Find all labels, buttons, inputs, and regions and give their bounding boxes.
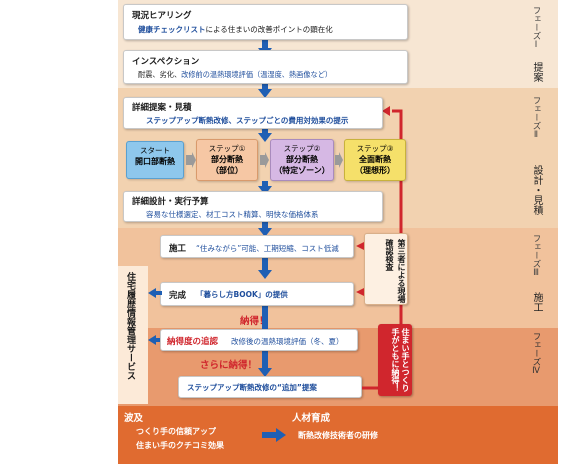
- step1-top: ステップ①: [208, 144, 246, 153]
- step3-box: ステップ③ 全面断熱 （理想形）: [344, 139, 406, 181]
- flow-arrow-2: [262, 84, 268, 92]
- ripple-title: 波及: [124, 413, 144, 424]
- third-party-box: 第三者による現場確認検査: [364, 233, 408, 305]
- flow-arrow-6: [262, 350, 268, 370]
- step-flow-arrow-1: [262, 129, 268, 135]
- step-start-box: スタート 開口部断熱: [126, 141, 184, 179]
- completion-box: 完成 「暮らし方BOOK」の提供: [160, 282, 354, 306]
- step1-box: ステップ① 部分断熱 （部位）: [196, 139, 258, 181]
- history-service-panel: [118, 266, 148, 404]
- phase2-name: フェーズⅡ: [531, 96, 541, 140]
- step3-bottom1: 全面断熱: [359, 155, 391, 164]
- both-satisfied-box: 住まい手とつくり手がともに納得！: [378, 324, 412, 396]
- ripple-line1: つくり手の信頼アップ: [136, 427, 216, 436]
- design-title: 詳細設計・実行予算: [132, 197, 209, 207]
- follow-up-title: 納得度の追認: [167, 337, 219, 347]
- construction-box: 施工 “住みながら”可能、工期短縮、コスト低減: [160, 235, 354, 258]
- hearing-sub-rest: による住まいの改善ポイントの顕在化: [205, 25, 333, 34]
- phase1-label: 提案: [531, 62, 542, 82]
- additional-proposal-box: ステップアップ断熱改修の“追加”提案: [178, 376, 362, 398]
- flow-arrow-4-head: [258, 270, 272, 279]
- hearing-sub-highlight: 健康チェックリスト: [138, 25, 206, 34]
- flow-arrow-2-head: [258, 89, 272, 98]
- inspection-title: インスペクション: [132, 57, 200, 67]
- step2-bottom2: （特定ゾーン）: [274, 166, 330, 175]
- after-band: [118, 406, 558, 464]
- construction-title: 施工: [169, 244, 187, 254]
- step2-box: ステップ② 部分断熱 （特定ゾーン）: [270, 139, 334, 181]
- phase2-label: 設計・見積: [531, 165, 542, 215]
- hearing-sub: 健康チェックリストによる住まいの改善ポイントの顕在化: [138, 24, 333, 35]
- step1-bottom2: （部位）: [211, 166, 243, 175]
- inspection-sub: 耐震、劣化、改修前の温熱環境評価（温湿度、熱画像など）: [138, 70, 332, 80]
- satisfied-text: 納得！: [240, 316, 269, 327]
- step-start-bottom: 開口部断熱: [135, 157, 175, 166]
- step-flow-arrow-1-head: [258, 133, 272, 142]
- step-arrow-1: [186, 152, 196, 168]
- flow-arrow-6-head: [258, 368, 272, 377]
- follow-up-sub: 改修後の温熱環境評価（冬、夏）: [231, 337, 344, 346]
- flow-arrow-5: [262, 306, 268, 338]
- follow-up-box: 納得度の追認 改修後の温熱環境評価（冬、夏）: [160, 329, 358, 351]
- hearing-box: 現況ヒアリング 健康チェックリストによる住まいの改善ポイントの顕在化: [123, 4, 408, 40]
- step-arrow-2: [260, 152, 269, 168]
- step2-top: ステップ②: [283, 144, 321, 153]
- detailed-proposal-box: 詳細提案・見積 ステップアップ断熱改修、ステップごとの費用対効果の提示: [123, 97, 383, 129]
- step2-bottom1: 部分断熱: [286, 155, 318, 164]
- third-party-text: 第三者による現場確認検査: [385, 239, 406, 303]
- phase3-name: フェーズⅢ: [531, 234, 541, 278]
- inspection-box: インスペクション 耐震、劣化、改修前の温熱環境評価（温湿度、熱画像など）: [123, 50, 408, 84]
- inspection-sub-highlight: 改修前の温熱環境評価（温湿度、熱画像など）: [181, 70, 333, 79]
- inspection-sub-plain: 耐震、劣化、: [138, 70, 182, 79]
- hearing-title: 現況ヒアリング: [132, 11, 192, 21]
- step1-bottom1: 部分断熱: [211, 155, 243, 164]
- flow-arrow-3-head: [258, 228, 272, 237]
- flow-arrow-3: [262, 222, 268, 230]
- flow-arrow-1: [262, 40, 268, 50]
- step-arrow-3: [335, 152, 343, 168]
- more-satisfied-text: さらに納得！: [200, 360, 258, 371]
- ripple-line2: 住まい手のクチコミ効果: [136, 441, 224, 450]
- detailed-proposal-title: 詳細提案・見積: [132, 103, 192, 113]
- phase4-name: フェーズⅣ: [531, 332, 541, 376]
- step-flow-arrow-2-head: [258, 186, 272, 195]
- design-sub: 容易な仕様選定、材工コスト精算、明快な価格体系: [146, 210, 319, 219]
- detailed-proposal-sub: ステップアップ断熱改修、ステップごとの費用対効果の提示: [146, 116, 349, 125]
- step3-bottom2: （理想形）: [355, 166, 395, 175]
- step-flow-arrow-2: [262, 181, 268, 187]
- history-service-text: 住宅履歴情報管理サービス: [125, 272, 135, 380]
- talent-box: 人材育成 断熱改修技術者の研修: [290, 410, 450, 460]
- step3-top: ステップ③: [356, 144, 394, 153]
- design-box: 詳細設計・実行予算 容易な仕様選定、材工コスト精算、明快な価格体系: [123, 191, 383, 222]
- step-start-top: スタート: [140, 146, 170, 155]
- both-satisfied-text: 住まい手とつくり手がともに納得！: [391, 328, 410, 392]
- flow-arrow-4: [262, 258, 268, 272]
- phase3-label: 施工: [531, 292, 542, 312]
- construction-sub: “住みながら”可能、工期短縮、コスト低減: [196, 244, 339, 253]
- completion-sub: 「暮らし方BOOK」の提供: [196, 290, 288, 299]
- ripple-box: 波及 つくり手の信頼アップ 住まい手のクチコミ効果: [122, 410, 262, 460]
- completion-title: 完成: [169, 291, 187, 301]
- talent-title: 人材育成: [292, 413, 331, 424]
- additional-proposal-text: ステップアップ断熱改修の“追加”提案: [187, 383, 317, 392]
- phase1-name: フェーズⅠ: [531, 6, 541, 50]
- talent-line1: 断熱改修技術者の研修: [298, 431, 378, 440]
